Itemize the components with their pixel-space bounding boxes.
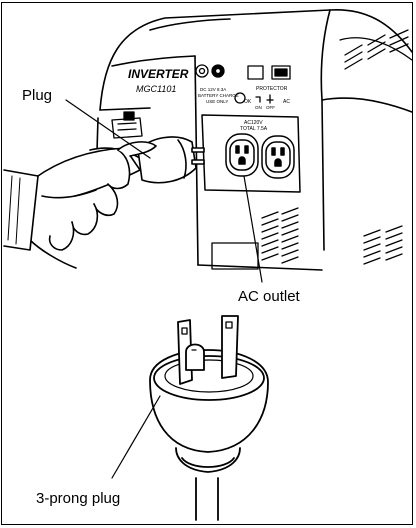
plug-leader-line xyxy=(65,99,151,159)
dc-rating-text: DC 12V 8.3A xyxy=(200,87,226,92)
plug-label: Plug xyxy=(22,87,52,104)
protector-text: PROTECTOR xyxy=(256,86,288,92)
ac-outlet-leader-line xyxy=(243,175,263,283)
hand-with-plug xyxy=(3,136,205,269)
inverter-badge: INVERTER MGC1101 xyxy=(128,67,189,94)
three-prong-plug-illustration xyxy=(149,315,269,521)
receptacle-right xyxy=(261,135,295,179)
ac-text: AC xyxy=(283,99,290,105)
control-panel: PROTECTOR OK ON OFF AC xyxy=(234,65,291,110)
dc-terminals: DC 12V 8.3A BATTERY CHARGE USE ONLY xyxy=(195,64,239,104)
ok-text: OK xyxy=(244,99,252,105)
generator-illustration: INVERTER MGC1101 DC 12V 8.3A BATTERY CHA… xyxy=(3,9,413,283)
model-text: MGC1101 xyxy=(136,84,176,94)
side-vents-upper xyxy=(344,29,409,70)
receptacle-left xyxy=(225,133,259,177)
use-only-text: USE ONLY xyxy=(206,99,228,104)
side-bracket xyxy=(111,111,143,139)
ac-outlet-label: AC outlet xyxy=(238,288,301,305)
ac-outlet-plate: AC120V TOTAL 7.5A xyxy=(201,114,301,193)
off-text: OFF xyxy=(266,105,275,110)
generator-body xyxy=(95,9,413,271)
three-prong-plug-label: 3-prong plug xyxy=(36,490,120,507)
ac-rating-text: AC120V xyxy=(244,120,263,126)
vent-slots-lower xyxy=(261,207,403,265)
three-prong-leader-line xyxy=(111,395,161,479)
total-text: TOTAL 7.5A xyxy=(240,126,268,132)
battery-charge-text: BATTERY CHARGE xyxy=(198,93,239,98)
on-text: ON xyxy=(255,105,262,110)
brand-text: INVERTER xyxy=(128,67,189,81)
